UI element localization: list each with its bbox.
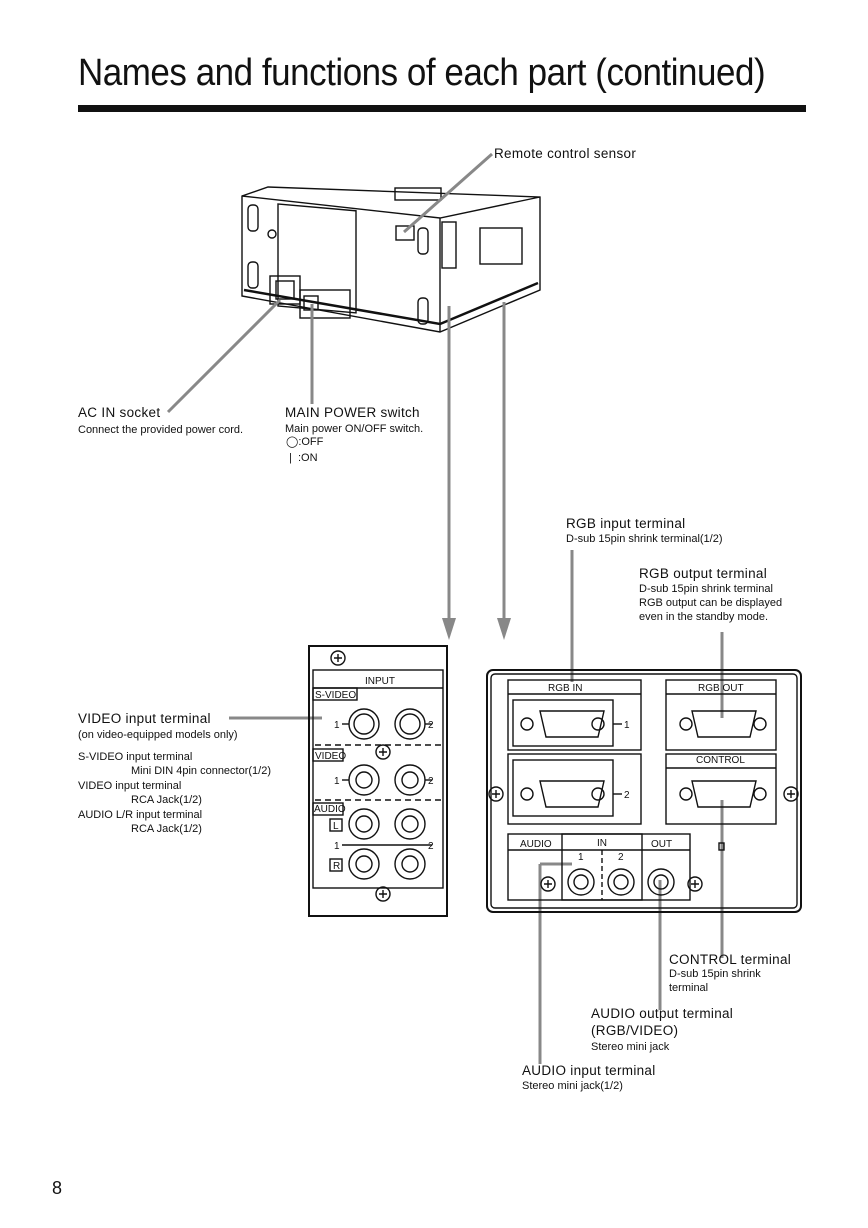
power-off-row: ◯:OFF (286, 435, 323, 448)
panel-audio-label-rgb: AUDIO (520, 839, 552, 850)
audio-lr-item-name: AUDIO L/R input terminal (78, 809, 203, 821)
video-input-desc: (on video-equipped models only) (78, 729, 238, 741)
control-label: CONTROL terminal (669, 952, 792, 967)
remote-sensor-label: Remote control sensor (494, 146, 637, 161)
power-off-icon: ◯ (286, 436, 299, 448)
panel-rgb-in-1: 1 (624, 720, 630, 731)
audio-output-label: AUDIO output terminal (591, 1006, 734, 1021)
panel-r-label: R (333, 861, 340, 872)
ac-in-label: AC IN socket (78, 405, 161, 420)
projector-illustration (241, 186, 541, 333)
video-item-name: VIDEO input terminal (78, 780, 182, 792)
video-input-label: VIDEO input terminal (78, 711, 211, 726)
power-on-text: :ON (297, 452, 318, 464)
panel-audio-label: AUDIO (314, 804, 346, 815)
power-off-text: :OFF (298, 436, 324, 448)
panel-rgb-out-label: RGB OUT (698, 683, 744, 694)
control-desc-2: terminal (669, 982, 709, 994)
panel-rgb-in-label: RGB IN (548, 683, 582, 694)
panel-l-label: L (333, 821, 339, 832)
panel-input-label: INPUT (365, 676, 395, 687)
panel-svideo-1: 1 (334, 720, 340, 731)
page-title: Names and functions of each part (contin… (78, 52, 766, 94)
power-on-icon: | (289, 452, 292, 464)
svideo-item-name: S-VIDEO input terminal (78, 751, 193, 763)
panel-in-label: IN (597, 838, 607, 849)
audio-output-label-2: (RGB/VIDEO) (591, 1023, 679, 1038)
page-number: 8 (52, 1178, 63, 1198)
rgb-output-desc-1: D-sub 15pin shrink terminal (639, 583, 773, 595)
audio-input-label: AUDIO input terminal (522, 1063, 656, 1078)
panel-audio-in-1: 1 (578, 852, 584, 863)
video-item-detail: RCA Jack(1/2) (131, 794, 202, 806)
main-power-label: MAIN POWER switch (285, 405, 420, 420)
panel-video-1: 1 (334, 776, 340, 787)
panel-out-label: OUT (651, 839, 672, 850)
panel-audio-2: 2 (428, 841, 434, 852)
audio-input-desc: Stereo mini jack(1/2) (522, 1080, 623, 1092)
audio-output-desc: Stereo mini jack (591, 1041, 670, 1053)
panel-rgb-in-2: 2 (624, 790, 630, 801)
audio-lr-item-detail: RCA Jack(1/2) (131, 823, 202, 835)
main-power-desc: Main power ON/OFF switch. (285, 423, 424, 435)
rgb-output-desc-3: even in the standby mode. (639, 611, 769, 623)
rgb-panel (486, 669, 802, 913)
rgb-output-label: RGB output terminal (639, 566, 768, 581)
video-input-panel (308, 645, 448, 917)
ac-in-desc: Connect the provided power cord. (78, 424, 244, 436)
control-desc-1: D-sub 15pin shrink (669, 968, 761, 980)
panel-audio-in-2: 2 (618, 852, 624, 863)
rgb-output-desc-2: RGB output can be displayed (639, 597, 783, 609)
panel-svideo-2: 2 (428, 720, 434, 731)
panel-control-label: CONTROL (696, 755, 745, 766)
svideo-item-detail: Mini DIN 4pin connector(1/2) (131, 765, 272, 777)
rgb-input-label: RGB input terminal (566, 516, 686, 531)
panel-video-2: 2 (428, 776, 434, 787)
panel-svideo-label: S-VIDEO (315, 690, 356, 701)
panel-video-label: VIDEO (315, 751, 346, 762)
rgb-input-desc: D-sub 15pin shrink terminal(1/2) (566, 533, 723, 545)
power-on-row: | :ON (289, 452, 318, 464)
title-rule (78, 105, 806, 112)
panel-audio-1: 1 (334, 841, 340, 852)
